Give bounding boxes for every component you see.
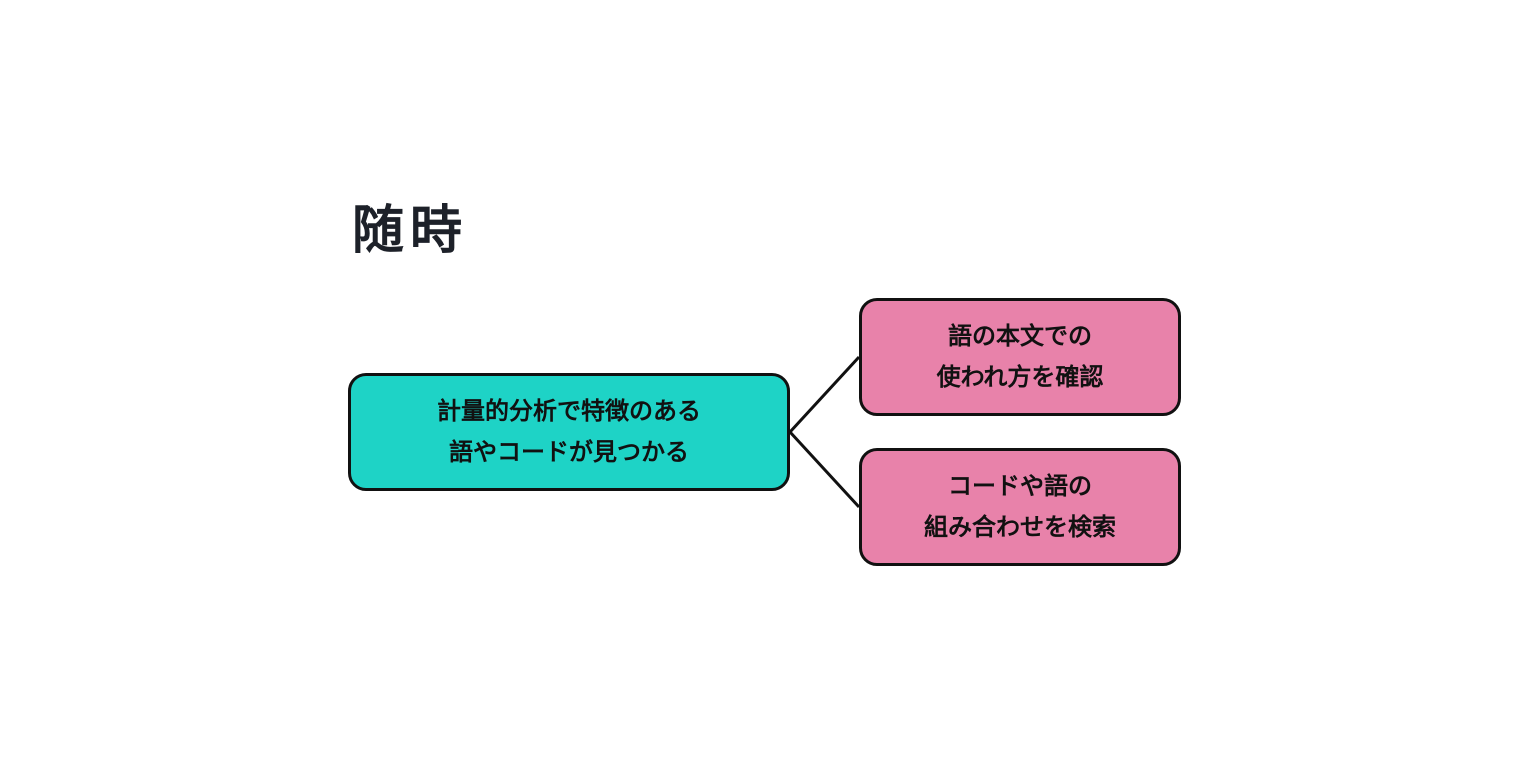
connector-to-text-usage xyxy=(788,355,861,434)
page-title: 随時 xyxy=(352,201,469,261)
connector-to-combination-search xyxy=(788,430,861,509)
text-usage-node: 語の本文での 使われ方を確認 xyxy=(859,298,1181,416)
combination-search-line-2: 組み合わせを検索 xyxy=(924,513,1116,541)
feature-words-line-2: 語やコードが見つかる xyxy=(449,438,689,466)
combination-search-line-1: コードや語の xyxy=(948,472,1092,500)
feature-words-line-1: 計量的分析で特徴のある xyxy=(437,397,701,425)
text-usage-label: 語の本文での 使われ方を確認 xyxy=(937,316,1104,398)
feature-words-node: 計量的分析で特徴のある 語やコードが見つかる xyxy=(348,373,790,491)
combination-search-label: コードや語の 組み合わせを検索 xyxy=(924,466,1116,548)
feature-words-label: 計量的分析で特徴のある 語やコードが見つかる xyxy=(437,391,701,473)
combination-search-node: コードや語の 組み合わせを検索 xyxy=(859,448,1181,566)
text-usage-line-1: 語の本文での xyxy=(948,322,1092,350)
text-usage-line-2: 使われ方を確認 xyxy=(936,363,1104,391)
